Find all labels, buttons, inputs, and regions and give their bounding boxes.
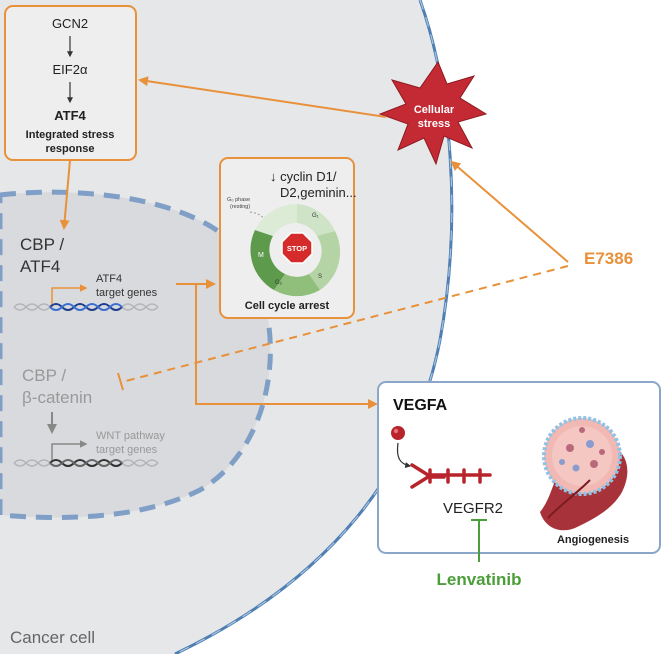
g2-phase-label: G₂	[275, 280, 283, 286]
angiogenesis-label: Angiogenesis	[557, 534, 629, 546]
s-phase-label: S	[318, 274, 322, 280]
vegfa-ligand	[391, 426, 405, 440]
cbp-atf4-line1: CBP /	[20, 235, 64, 254]
arrow-atf4-to-nucleus	[59, 159, 71, 230]
vegfr2-label: VEGFR2	[443, 500, 503, 517]
wnt-target-genes-line1: WNT pathway	[96, 430, 165, 442]
wnt-dna-helix	[13, 459, 159, 467]
isr-label-line2: response	[46, 143, 95, 155]
eif2a-label: EIF2α	[53, 62, 88, 77]
nucleus	[0, 189, 273, 520]
cell-cycle-wheel	[250, 203, 341, 297]
cell-cycle-arrest-title: Cell cycle arrest	[245, 300, 330, 312]
cbp-bcatenin-line1: CBP /	[22, 366, 66, 385]
stop-sign	[281, 232, 313, 264]
wnt-target-gene-arrow	[51, 440, 88, 462]
angiogenesis-illustration	[540, 416, 628, 531]
cancer-cell-label: Cancer cell	[10, 628, 95, 647]
arrow-e7386-to-stress	[450, 160, 569, 263]
gcn2-label: GCN2	[52, 16, 88, 31]
atf4-target-genes-line1: ATF4	[96, 273, 122, 285]
vegfr2-receptor	[410, 463, 492, 489]
atf4-target-genes-line2: target genes	[96, 287, 158, 299]
vegfa-label: VEGFA	[393, 397, 448, 414]
cellular-stress-line1: Cellular	[414, 104, 455, 116]
wnt-target-genes-line2: target genes	[96, 444, 158, 456]
e7386-label: E7386	[584, 249, 633, 268]
cell-membrane-dashes	[174, 0, 453, 654]
cyclin-label-line2: D2,geminin...	[280, 185, 357, 200]
m-phase-label: M	[258, 252, 264, 259]
stop-text: STOP	[287, 244, 307, 253]
arrow-stress-to-pathway	[138, 76, 387, 118]
cbp-bcatenin-line2: β-catenin	[22, 388, 92, 407]
cbp-atf4-line2: ATF4	[20, 257, 60, 276]
arrow-targets-to-vegfa	[195, 284, 378, 409]
g0-resting-label: (resting)	[230, 204, 250, 210]
atf4-label: ATF4	[54, 108, 86, 123]
atf4-target-gene-arrow	[51, 284, 88, 307]
lenvatinib-label: Lenvatinib	[436, 570, 521, 589]
g0-return-arrow	[249, 211, 269, 229]
cellular-stress-star	[378, 60, 488, 166]
cellular-stress-line2: stress	[418, 118, 450, 130]
cyclin-label-line1: ↓ cyclin D1/	[270, 169, 337, 184]
g0-phase-label: G₀ phase	[227, 197, 250, 203]
atf4-dna-helix	[13, 303, 159, 311]
inhibition-bar-cbp-bcatenin	[117, 372, 124, 391]
g1-phase-label: G₁	[312, 213, 319, 219]
isr-label-line1: Integrated stress	[26, 129, 115, 141]
binding-arrow	[396, 442, 412, 468]
vegfa-ligand-highlight	[393, 428, 399, 434]
